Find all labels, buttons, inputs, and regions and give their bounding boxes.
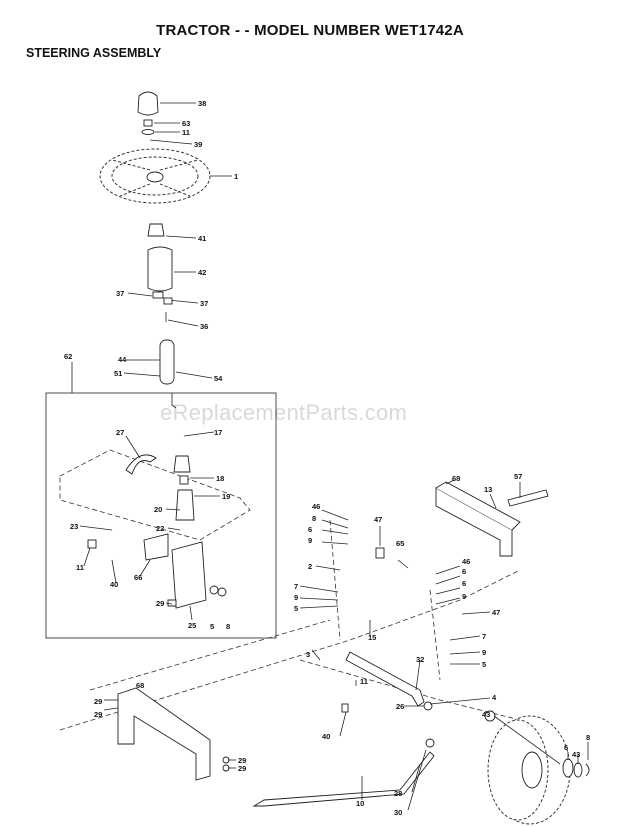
front-wheel	[484, 710, 590, 825]
callout-7-left: 7	[294, 582, 298, 591]
callout-40-inset: 40	[110, 580, 118, 589]
callout-6-left: 6	[308, 525, 312, 534]
callout-25: 25	[188, 621, 196, 630]
callout-8-wheel: 8	[586, 733, 590, 742]
column-pins	[127, 291, 199, 327]
callout-43-top: 43	[482, 710, 490, 719]
callout-4: 4	[492, 693, 497, 702]
callout-26: 26	[396, 702, 404, 711]
section-title: STEERING ASSEMBLY	[26, 46, 162, 60]
callout-43-wheel: 43	[572, 750, 580, 759]
callout-15: 15	[368, 633, 376, 642]
steering-adapter	[147, 223, 197, 239]
detail-inset-frame	[45, 362, 277, 639]
callout-68-left: 68	[136, 681, 144, 690]
watermark: eReplacementParts.com	[160, 400, 408, 425]
spindle-right	[435, 565, 491, 665]
callout-5-left: 5	[294, 604, 298, 613]
callout-8-right: 6	[462, 567, 466, 576]
callout-9-left: 9	[308, 536, 312, 545]
callout-46-right: 46	[462, 557, 470, 566]
callout-9-left-2: 9	[294, 593, 298, 602]
callout-22: 22	[156, 524, 164, 533]
callout-44: 44	[118, 355, 127, 364]
spindle-left	[299, 509, 409, 661]
callout-19: 19	[222, 492, 230, 501]
callout-17: 17	[214, 428, 222, 437]
steering-cap	[137, 91, 196, 116]
callout-11: 11	[182, 128, 190, 137]
steering-nut	[141, 119, 193, 145]
callout-11-inset: 11	[76, 563, 84, 572]
callout-6-wheel: 6	[564, 743, 568, 752]
callout-38: 38	[198, 99, 206, 108]
callout-30: 30	[394, 808, 402, 817]
callout-6-right: 6	[462, 579, 466, 588]
callout-29-b: 29	[94, 710, 102, 719]
tie-rod	[252, 703, 435, 811]
callout-62: 62	[64, 352, 72, 361]
callout-65: 65	[396, 539, 404, 548]
callout-42: 42	[198, 268, 206, 277]
callout-9-right-2: 9	[482, 648, 486, 657]
callout-51: 51	[114, 369, 122, 378]
callout-41: 41	[198, 234, 206, 243]
callout-23: 23	[70, 522, 78, 531]
drag-link	[345, 651, 491, 711]
callout-37-left: 37	[116, 289, 124, 298]
callout-36: 36	[200, 322, 208, 331]
callout-57: 57	[514, 472, 522, 481]
callout-2: 2	[308, 562, 312, 571]
callout-28: 28	[394, 789, 402, 798]
callout-5-right: 5	[482, 660, 486, 669]
right-axle-bracket	[435, 479, 549, 557]
callout-32: 32	[416, 655, 424, 664]
callout-18: 18	[216, 474, 224, 483]
callout-47-left: 47	[374, 515, 382, 524]
column-bushing	[147, 246, 196, 292]
callout-37-right: 37	[200, 299, 208, 308]
callout-8-inset: 8	[226, 622, 230, 631]
callout-66: 66	[134, 573, 142, 582]
callout-20: 20	[154, 505, 162, 514]
callout-54: 54	[214, 374, 223, 383]
callout-40-center: 40	[322, 732, 330, 741]
callout-9-right: 9	[462, 592, 466, 601]
callout-68-right: 68	[452, 474, 460, 483]
callout-1: 1	[234, 172, 238, 181]
steering-wheel	[99, 148, 232, 204]
left-axle-bracket	[103, 687, 236, 781]
page-title: TRACTOR - - MODEL NUMBER WET1742A	[156, 22, 464, 39]
callout-29-inset: 29	[156, 599, 164, 608]
callout-39: 39	[194, 140, 202, 149]
callout-7-right: 7	[482, 632, 486, 641]
callout-29-d: 29	[238, 764, 246, 773]
callout-5-inset: 5	[210, 622, 214, 631]
callout-8-left: 8	[312, 514, 316, 523]
callout-27: 27	[116, 428, 124, 437]
callout-10: 10	[356, 799, 364, 808]
steering-shaft	[123, 339, 213, 385]
callout-13: 13	[484, 485, 492, 494]
callout-29-a: 29	[94, 697, 102, 706]
inset-steering-gear	[59, 431, 251, 621]
callout-11-center: 11	[360, 677, 368, 686]
callout-labels: 38 63 11 39 1 41 42 37 37 36 44 51 54 62…	[64, 99, 590, 817]
callout-47-right: 47	[492, 608, 500, 617]
callout-29-c: 29	[238, 756, 246, 765]
callout-3: 3	[306, 650, 310, 659]
callout-46-left: 46	[312, 502, 320, 511]
callout-63: 63	[182, 119, 190, 128]
